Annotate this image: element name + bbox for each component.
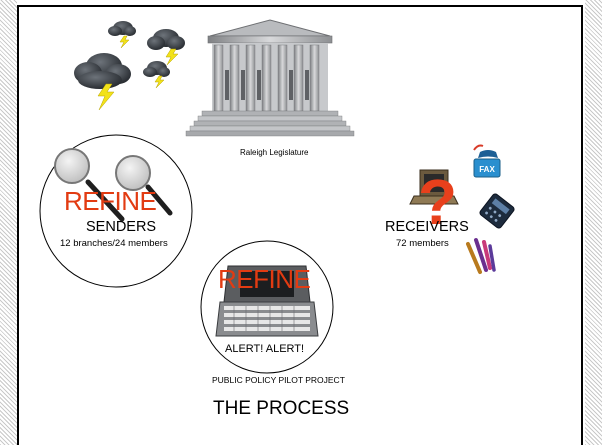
- left-edge-pattern: [0, 0, 17, 445]
- storm-cloud-2: [108, 21, 136, 49]
- computer-terminal-icon: [215, 265, 319, 337]
- senders-detail: 12 branches/24 members: [60, 238, 168, 249]
- fax-machine-icon: FAX: [473, 144, 501, 178]
- alert-refine-label: REFINE: [218, 264, 311, 294]
- question-mark-icon: ?: [418, 166, 458, 238]
- storm-cloud-4: [143, 61, 170, 89]
- building-caption: Raleigh Legislature: [240, 148, 309, 157]
- right-edge-pattern: [585, 0, 602, 445]
- senders-title: SENDERS: [86, 219, 157, 235]
- receivers-title: RECEIVERS: [385, 219, 469, 235]
- process-heading: THE PROCESS: [213, 398, 350, 419]
- storm-clouds-icon: [74, 21, 185, 111]
- pager-icon: [479, 193, 515, 229]
- receivers-detail: 72 members: [396, 238, 449, 249]
- alert-title: ALERT! ALERT!: [225, 343, 305, 355]
- magnifying-glass-icon: [54, 148, 125, 222]
- fax-label: FAX: [479, 165, 495, 174]
- legislature-building-icon: [185, 19, 355, 137]
- magnifying-glass-icon: [115, 155, 173, 216]
- senders-refine-label: REFINE: [64, 186, 157, 216]
- storm-cloud-3: [147, 29, 185, 66]
- storm-cloud-1: [74, 53, 131, 111]
- project-name: PUBLIC POLICY PILOT PROJECT: [212, 375, 345, 385]
- laptop-icon: [409, 169, 459, 205]
- pens-icon: [466, 238, 496, 274]
